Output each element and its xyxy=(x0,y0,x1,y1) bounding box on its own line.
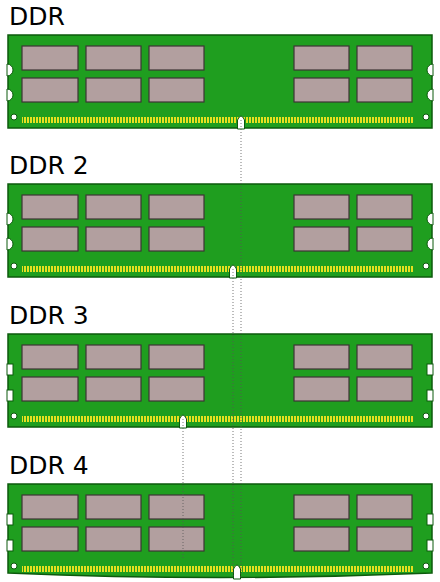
memory-chip xyxy=(86,377,141,401)
memory-chip xyxy=(357,46,412,70)
memory-chip xyxy=(149,377,204,401)
notch-guide-line xyxy=(183,419,184,560)
memory-chip xyxy=(22,495,78,519)
memory-chip xyxy=(357,78,412,102)
memory-chip xyxy=(86,78,141,102)
memory-chip xyxy=(149,495,204,519)
memory-module xyxy=(7,184,433,278)
memory-chip xyxy=(86,527,141,551)
memory-chip xyxy=(22,227,78,251)
memory-chip xyxy=(86,345,141,369)
memory-chip xyxy=(86,495,141,519)
memory-chip xyxy=(294,345,349,369)
memory-chip xyxy=(294,78,349,102)
memory-chip xyxy=(22,46,78,70)
memory-chip xyxy=(357,345,412,369)
memory-chip xyxy=(294,195,349,219)
gold-contacts xyxy=(22,266,414,272)
memory-chip xyxy=(294,495,349,519)
gold-contacts xyxy=(22,416,414,422)
key-notch xyxy=(234,565,241,579)
notch-guide-line xyxy=(241,120,242,578)
memory-chip xyxy=(149,46,204,70)
memory-chip xyxy=(357,377,412,401)
memory-module xyxy=(7,334,433,428)
key-notch xyxy=(238,116,245,129)
memory-module xyxy=(7,484,433,579)
module-type-label: DDR 3 xyxy=(9,303,89,328)
memory-chip xyxy=(357,527,412,551)
memory-chip xyxy=(294,46,349,70)
memory-chip xyxy=(149,527,204,551)
memory-chip xyxy=(22,345,78,369)
memory-chip xyxy=(86,46,141,70)
gold-contacts xyxy=(22,566,414,572)
memory-chip xyxy=(22,195,78,219)
module-type-label: DDR 2 xyxy=(9,153,89,178)
memory-chip xyxy=(294,527,349,551)
gold-contacts xyxy=(22,117,414,123)
memory-chip xyxy=(22,78,78,102)
memory-chip xyxy=(22,377,78,401)
key-notch xyxy=(230,265,237,278)
memory-chip xyxy=(357,227,412,251)
memory-chip xyxy=(149,345,204,369)
memory-chip xyxy=(357,195,412,219)
memory-chip xyxy=(86,227,141,251)
module-type-label: DDR 4 xyxy=(9,453,89,478)
memory-chip xyxy=(149,195,204,219)
module-type-label: DDR xyxy=(9,4,65,29)
memory-chip xyxy=(22,527,78,551)
memory-chip xyxy=(357,495,412,519)
memory-chip xyxy=(149,78,204,102)
memory-module xyxy=(7,35,433,129)
memory-chip xyxy=(149,227,204,251)
notch-guide-line xyxy=(233,269,234,578)
memory-chip xyxy=(294,377,349,401)
memory-chip xyxy=(294,227,349,251)
key-notch xyxy=(180,415,187,428)
memory-chip xyxy=(86,195,141,219)
